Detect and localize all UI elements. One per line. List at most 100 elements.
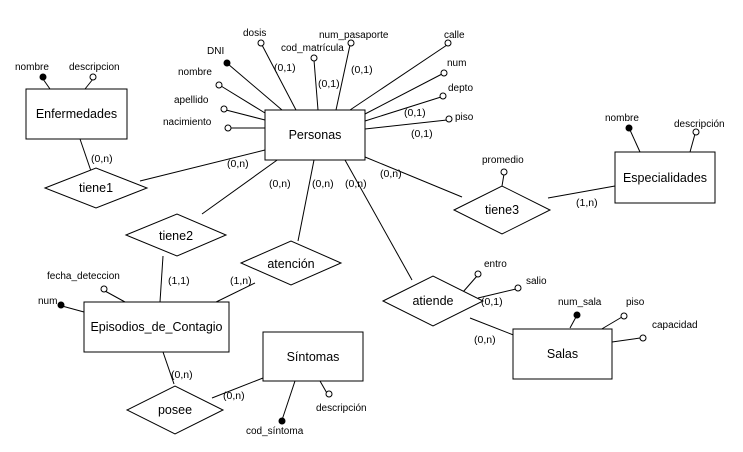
- stem-per-depto: [364, 96, 442, 122]
- cardinality-per-tiene1: (0,n): [227, 158, 249, 170]
- stem-per-calle: [349, 44, 448, 111]
- attr-marker-sin-descripcion: [325, 390, 333, 398]
- attr-label-per-apellido: apellido: [174, 95, 209, 106]
- line-tiene3-personas: [364, 156, 463, 198]
- attr-marker-sal-piso: [620, 312, 628, 320]
- attr-label-per-nacimiento: nacimiento: [163, 117, 212, 128]
- stem-epi-fecha: [104, 290, 126, 303]
- attr-marker-per-nacimiento: [224, 124, 232, 132]
- attr-marker-per-matricula: [310, 54, 318, 62]
- key-marker-epi-num: [57, 301, 65, 309]
- attr-label-sin-descripcion: descripción: [316, 403, 367, 414]
- attr-marker-epi-fecha: [100, 285, 108, 293]
- cardinality-per-tiene3: (0,n): [380, 168, 402, 180]
- cardinality-matricula: (0,1): [318, 78, 340, 90]
- attr-label-enf-descripcion: descripcion: [69, 62, 120, 73]
- attr-label-sal-num-sala: num_sala: [558, 297, 602, 308]
- attr-label-sal-piso: piso: [626, 297, 645, 308]
- attr-label-atiende-entro: entro: [484, 259, 507, 270]
- cardinality-atiende-attr: (0,1): [481, 296, 503, 308]
- stem-enf-descripcion: [84, 78, 94, 90]
- entity-salas[interactable]: Salas: [512, 328, 613, 380]
- attr-label-atiende-salio: salio: [526, 276, 547, 287]
- attr-label-sal-capacidad: capacidad: [652, 320, 698, 331]
- cardinality-per-atencion: (0,n): [312, 178, 334, 190]
- relationship-tiene3[interactable]: tiene3: [452, 185, 552, 235]
- stem-enf-nombre: [42, 78, 51, 90]
- stem-atiende-entro: [462, 275, 478, 293]
- stem-sal-capacidad: [611, 337, 641, 343]
- entity-personas-label: Personas: [289, 128, 342, 142]
- attr-label-per-dni: DNI: [207, 46, 224, 57]
- cardinality-labels: (0,1) (0,1) (0,1) (0,1) (0,1) (0,n) (0,n…: [91, 62, 598, 402]
- attr-label-epi-fecha: fecha_deteccion: [47, 271, 120, 282]
- attr-label-tiene3-promedio: promedio: [482, 155, 524, 166]
- attr-marker-per-pasaporte: [347, 39, 355, 47]
- stem-per-piso: [364, 119, 448, 130]
- relationship-tiene2[interactable]: tiene2: [124, 213, 228, 257]
- attr-label-per-matricula: cod_matrícula: [281, 43, 344, 54]
- entity-episodios-de-contagio[interactable]: Episodios_de_Contagio: [83, 301, 230, 353]
- attr-marker-atiende-entro: [474, 270, 482, 278]
- stem-sal-piso: [599, 316, 623, 331]
- key-marker-sal-num-sala: [573, 311, 581, 319]
- stem-tiene3-promedio: [501, 173, 505, 187]
- stem-per-num: [364, 73, 443, 115]
- relationship-tiene2-label: tiene2: [159, 229, 193, 243]
- attr-label-epi-num: num: [38, 296, 57, 307]
- stem-per-matricula: [313, 59, 319, 111]
- cardinality-epi-posee: (0,n): [171, 369, 193, 381]
- relationship-atencion[interactable]: atención: [239, 240, 343, 286]
- cardinality-piso: (0,1): [411, 128, 433, 140]
- attr-marker-per-dosis: [257, 39, 265, 47]
- attr-marker-per-apellido: [220, 105, 228, 113]
- stem-epi-num: [61, 305, 85, 313]
- attr-label-per-dosis: dosis: [243, 28, 266, 39]
- entity-sintomas[interactable]: Síntomas: [262, 331, 364, 382]
- attr-label-per-nombre: nombre: [178, 67, 212, 78]
- line-enfermedades-tiene1: [79, 138, 93, 175]
- entity-enfermedades-label: Enfermedades: [36, 107, 117, 121]
- relationship-posee-label: posee: [158, 403, 192, 417]
- stem-sin-cod: [281, 380, 296, 421]
- cardinality-enf-tiene1: (0,n): [91, 153, 113, 165]
- relationship-atiende[interactable]: atiende: [381, 275, 485, 327]
- key-marker-per-dni: [223, 59, 231, 67]
- attr-marker-atiende-salio: [514, 284, 522, 292]
- entity-salas-label: Salas: [547, 347, 578, 361]
- line-episodios-posee: [162, 351, 175, 385]
- attr-marker-esp-descripcion: [692, 128, 700, 136]
- stem-esp-nombre: [629, 129, 641, 153]
- stem-per-dosis: [261, 44, 297, 111]
- attr-label-per-num: num: [447, 58, 466, 69]
- attr-marker-tiene3-promedio: [500, 168, 508, 176]
- cardinality-epi-atencion: (1,n): [230, 275, 252, 287]
- attr-marker-per-depto: [439, 92, 447, 100]
- relationship-tiene1[interactable]: tiene1: [43, 167, 149, 209]
- relationship-tiene3-label: tiene3: [485, 203, 519, 217]
- attr-marker-per-calle: [444, 39, 452, 47]
- attr-label-esp-descripcion: descripción: [674, 119, 725, 130]
- line-atiende-personas: [344, 159, 413, 281]
- relationship-posee[interactable]: posee: [125, 385, 225, 435]
- cardinality-per-atiende: (0,n): [345, 178, 367, 190]
- entity-enfermedades[interactable]: Enfermedades: [25, 88, 128, 140]
- entity-especialidades[interactable]: Especialidades: [614, 151, 716, 204]
- attr-marker-per-piso: [445, 115, 453, 123]
- relationship-tiene1-label: tiene1: [79, 181, 113, 195]
- attr-marker-per-nombre: [215, 81, 223, 89]
- entity-personas[interactable]: Personas: [264, 109, 366, 161]
- stem-per-nombre: [220, 85, 266, 114]
- cardinality-epi-tiene2: (1,1): [168, 275, 190, 287]
- cardinality-sin-posee: (0,n): [223, 390, 245, 402]
- key-marker-sin-cod: [278, 417, 286, 425]
- key-marker-esp-nombre: [625, 124, 633, 132]
- attr-label-per-pasaporte: num_pasaporte: [319, 30, 389, 41]
- entity-especialidades-label: Especialidades: [623, 171, 707, 185]
- line-tiene2-episodios: [159, 255, 164, 303]
- line-posee-sintomas: [211, 377, 264, 399]
- key-marker-enf-nombre: [39, 73, 47, 81]
- relationship-atencion-label: atención: [267, 257, 314, 271]
